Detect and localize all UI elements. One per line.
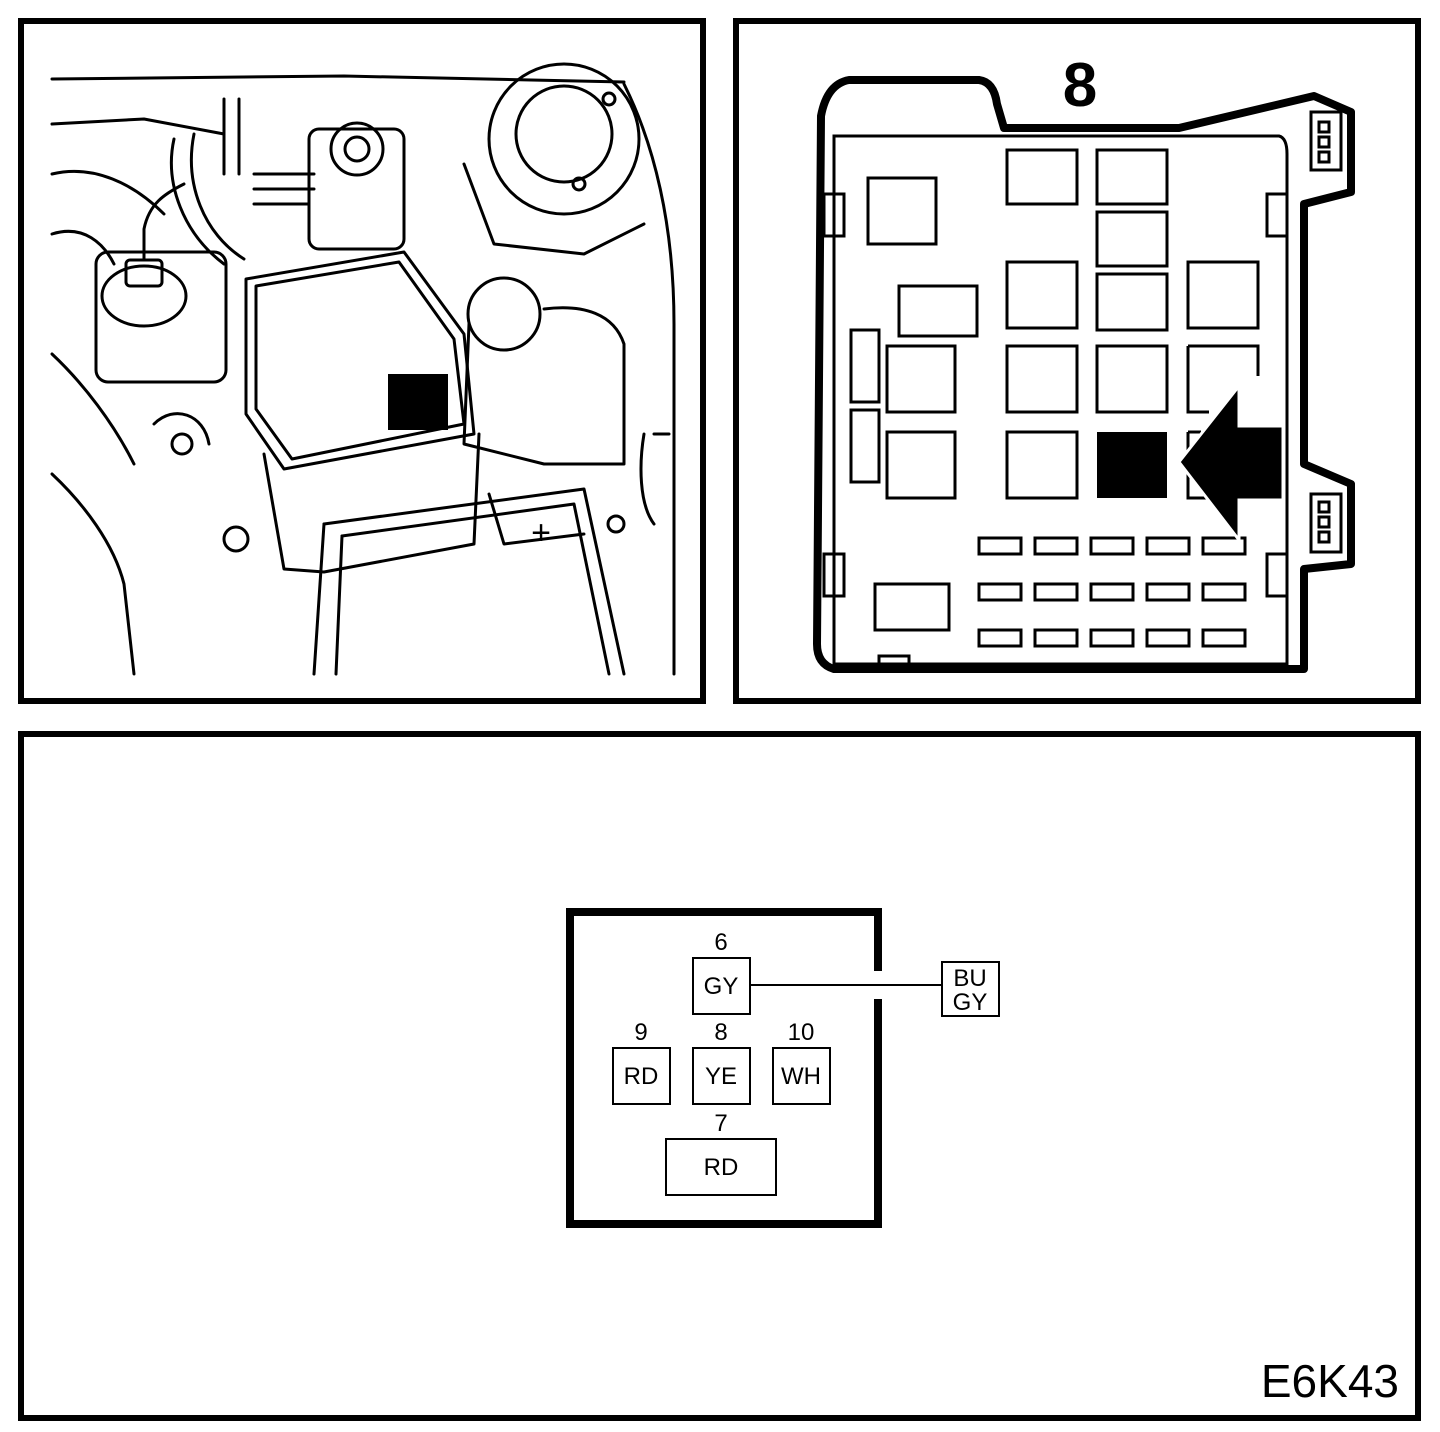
pin-10-box xyxy=(772,1047,831,1105)
pin-7-color: RD xyxy=(704,1154,739,1181)
pin-6-color: GY xyxy=(704,973,739,1000)
connector-diagram: 6 9 8 10 7 GY RD YE WH RD BU GY E6K43 xyxy=(566,908,1399,1407)
plug xyxy=(1309,492,1343,554)
engine-fuse-box xyxy=(244,250,476,471)
relay xyxy=(1095,344,1169,414)
highlighted-fuse-box-marker xyxy=(388,374,448,430)
relay xyxy=(1095,210,1169,268)
clip xyxy=(822,192,846,238)
fuse-box-number: 8 xyxy=(1063,51,1097,120)
strut-tower xyxy=(487,62,641,216)
relay xyxy=(1186,260,1260,330)
fuse xyxy=(849,408,881,484)
battery xyxy=(322,487,626,676)
pin-8-color: YE xyxy=(705,1063,737,1090)
wire-tag-box xyxy=(941,961,1000,1017)
coolant-reservoir xyxy=(466,276,542,352)
relay xyxy=(885,430,957,500)
relay xyxy=(866,176,938,246)
plug xyxy=(1309,110,1343,172)
pin-8-box xyxy=(692,1047,751,1105)
fuse-box-outline xyxy=(813,76,1355,673)
relay xyxy=(885,344,957,414)
engine-bay-drawing: + xyxy=(50,62,676,676)
relay xyxy=(1005,430,1079,500)
fuse xyxy=(849,328,881,404)
connector-panel: 6 9 8 10 7 GY RD YE WH RD BU GY E6K43 xyxy=(18,731,1421,1421)
wire-tag-line1: BU xyxy=(953,965,986,992)
relay xyxy=(1005,148,1079,206)
pin-10-color: WH xyxy=(781,1063,821,1090)
pin-10-number: 10 xyxy=(788,1019,815,1046)
clip xyxy=(1265,552,1289,598)
clip xyxy=(822,552,846,598)
pin-9-number: 9 xyxy=(634,1019,647,1046)
fuse-box-drawing: 8 xyxy=(813,51,1355,673)
pin-9-box xyxy=(612,1047,671,1105)
relay xyxy=(897,284,979,338)
battery-positive-symbol: + xyxy=(531,514,551,552)
clip xyxy=(1265,192,1289,238)
relay xyxy=(873,582,951,632)
pin-6-number: 6 xyxy=(714,929,727,956)
pin-7-box xyxy=(665,1138,777,1196)
pin-9-color: RD xyxy=(624,1063,659,1090)
diagram-code: E6K43 xyxy=(1261,1355,1399,1407)
abs-unit xyxy=(307,127,406,251)
engine-bay-panel: + xyxy=(18,18,706,704)
highlighted-relay xyxy=(1097,432,1167,498)
fuse-box-panel: 8 xyxy=(733,18,1421,704)
relay xyxy=(1095,272,1169,332)
pin-6-box xyxy=(692,957,751,1015)
pin-7-number: 7 xyxy=(714,1110,727,1137)
pin-8-number: 8 xyxy=(714,1019,727,1046)
relay xyxy=(1095,148,1169,206)
brake-fluid-reservoir xyxy=(94,250,228,384)
wire-tag-line2: GY xyxy=(953,989,988,1016)
pointer-arrow xyxy=(1177,381,1285,545)
connector-body xyxy=(566,908,882,1228)
relay xyxy=(1005,260,1079,330)
relay xyxy=(1005,344,1079,414)
